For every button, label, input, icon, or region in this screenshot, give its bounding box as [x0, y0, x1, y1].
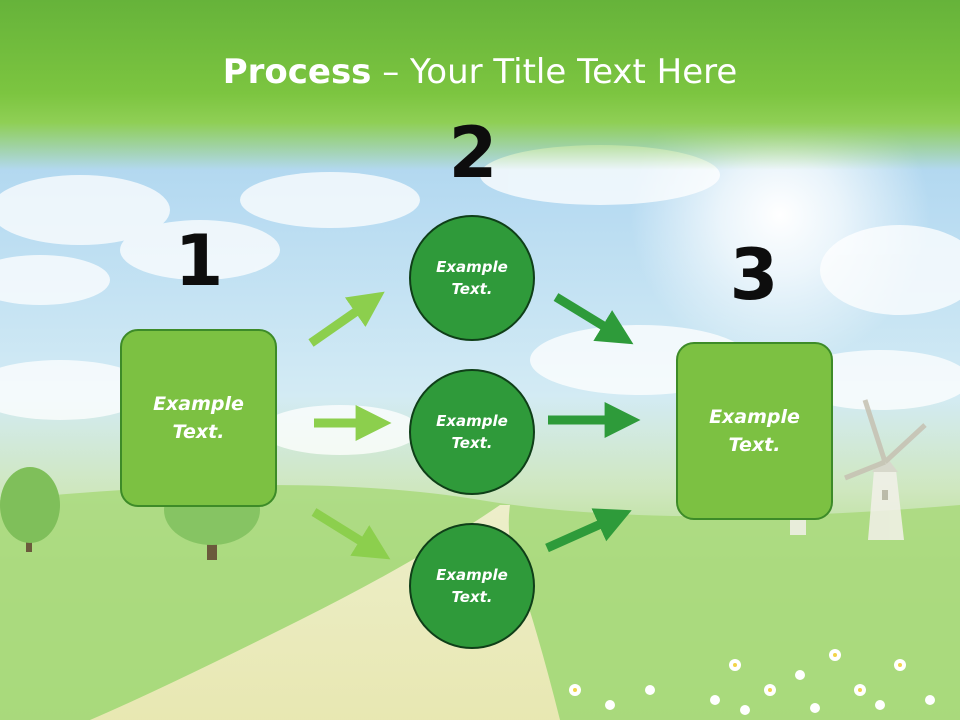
- windmill-icon: [790, 399, 927, 540]
- title-bold: Process: [222, 52, 372, 92]
- step-box-1: Example Text.: [120, 329, 277, 507]
- arrow-1-to-top: [308, 291, 385, 347]
- daisy-centers: [573, 653, 902, 692]
- header-band: [0, 0, 960, 170]
- title-rest: – Your Title Text Here: [371, 52, 738, 92]
- tree-left: [0, 467, 60, 552]
- process-circle-top: Example Text.: [409, 215, 535, 341]
- arrow-bottom-to-3: [545, 508, 632, 553]
- process-circle-middle: Example Text.: [409, 369, 535, 495]
- step-box-3: Example Text.: [676, 342, 833, 520]
- step-number-3: 3: [729, 234, 779, 316]
- process-circle-bottom: Example Text.: [409, 523, 535, 649]
- step-number-1: 1: [174, 220, 224, 302]
- arrow-1-to-bottom: [311, 508, 391, 560]
- daisies: [569, 649, 935, 715]
- slide-title: Process – Your Title Text Here: [0, 52, 960, 92]
- arrow-top-to-3: [553, 293, 634, 345]
- step-number-2: 2: [448, 112, 498, 194]
